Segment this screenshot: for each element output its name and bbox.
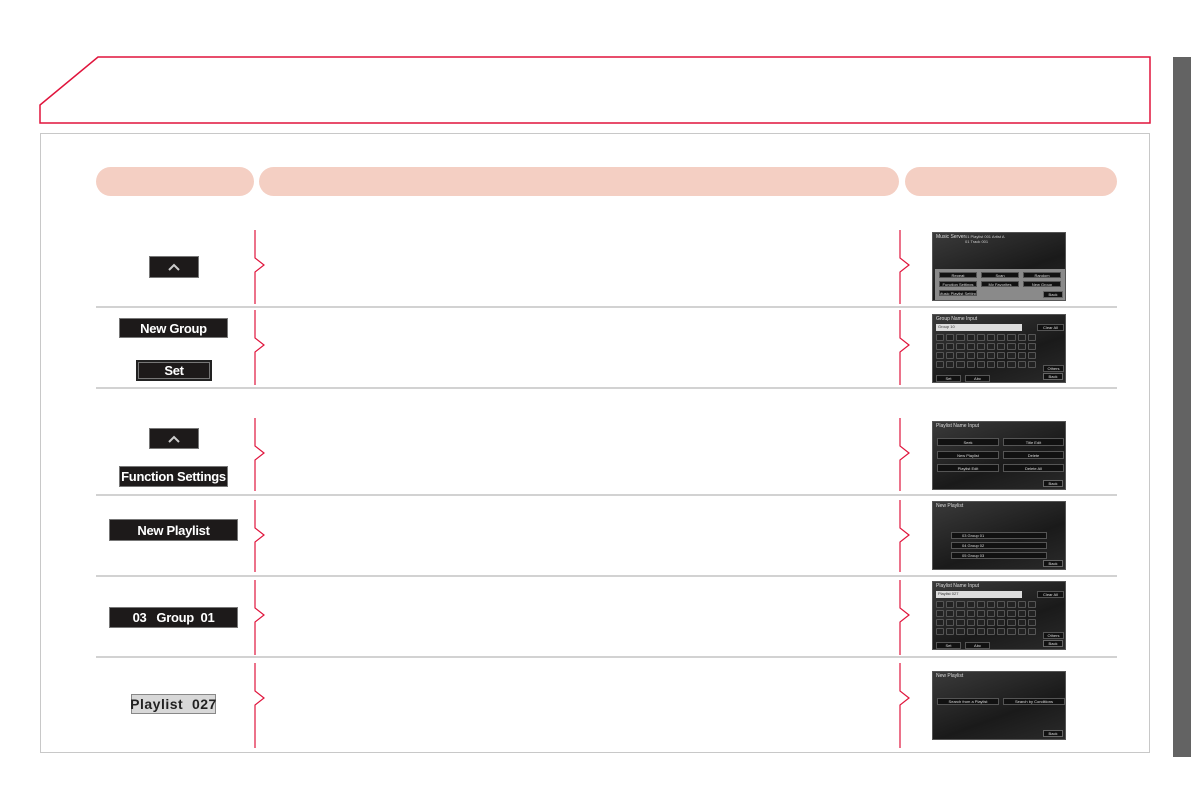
connector-chevron: [899, 310, 910, 385]
list-item: 03 Group 01: [951, 532, 1047, 539]
connector-chevron: [254, 230, 265, 304]
title-edit-button: Title Edit: [1003, 438, 1064, 446]
search-by-conditions-button: Search by Conditions: [1003, 698, 1065, 705]
screen-music-server: Music Server 01 Playlist 001 Artist A 01…: [932, 232, 1066, 301]
connector-chevron: [899, 500, 910, 572]
connector-chevron: [254, 580, 265, 655]
set-button: Set: [936, 375, 961, 382]
screen-title: Group Name Input: [936, 316, 978, 322]
row-divider: [96, 306, 1117, 308]
connector-chevron: [254, 418, 265, 491]
track-info: 01 Track 001: [965, 239, 989, 244]
new-group-button[interactable]: New Group: [119, 318, 228, 338]
connector-chevron: [254, 500, 265, 572]
back-button: Back: [1043, 373, 1063, 380]
name-field: Playlist 027: [936, 591, 1022, 598]
column-header-description: [259, 167, 899, 196]
screen-title: New Playlist: [936, 673, 964, 679]
screen-title: Music Server: [936, 234, 966, 240]
column-header-screen: [905, 167, 1117, 196]
new-group-button: New Group: [1023, 281, 1061, 287]
section-header-frame: [39, 56, 1151, 124]
row-divider: [96, 494, 1117, 496]
scroll-up-button[interactable]: [149, 256, 199, 278]
seek-button: Seek: [937, 438, 999, 446]
set-button[interactable]: Set: [136, 360, 212, 381]
new-playlist-button: New Playlist: [937, 451, 999, 459]
screen-title: Playlist Name Input: [936, 423, 980, 429]
delete-all-button: Delete All: [1003, 464, 1064, 472]
others-button: Others: [1043, 365, 1064, 372]
track-info: 01 Playlist 001 Artist A: [965, 234, 1005, 239]
screen-new-playlist-search: New Playlist Search from a Playlist Sear…: [932, 671, 1066, 740]
scan-button: Scan: [981, 272, 1019, 278]
back-button: Back: [1043, 480, 1063, 487]
abc-button: Abc: [965, 375, 990, 382]
playlist-name-field[interactable]: Playlist 027: [130, 694, 217, 714]
name-field: Group 10: [936, 324, 1022, 331]
list-item: 04 Group 02: [951, 542, 1047, 549]
row-divider: [96, 387, 1117, 389]
screen-playlist-functions: Playlist Name Input Seek Title Edit New …: [932, 421, 1066, 490]
back-button: Back: [1043, 730, 1063, 737]
clear-all-button: Clear All: [1037, 324, 1064, 331]
side-tab: [1173, 57, 1191, 757]
back-button: Back: [1043, 560, 1063, 567]
keyboard: [936, 334, 1036, 368]
connector-chevron: [899, 230, 910, 304]
row-divider: [96, 656, 1117, 658]
playlist-edit-button: Playlist Edit: [937, 464, 999, 472]
connector-chevron: [254, 663, 265, 748]
others-button: Others: [1043, 632, 1064, 639]
repeat-button: Repeat: [939, 272, 977, 278]
connector-chevron: [899, 418, 910, 491]
back-button: Back: [1043, 291, 1063, 298]
scroll-up-button[interactable]: [149, 428, 199, 449]
chevron-up-icon: [168, 435, 180, 443]
screen-title: New Playlist: [936, 503, 964, 509]
clear-all-button: Clear All: [1037, 591, 1064, 598]
content-frame: [40, 133, 1150, 753]
chevron-up-icon: [168, 263, 180, 271]
function-settings-button[interactable]: Function Settings: [119, 466, 228, 487]
playlist-setting-button: Music Playlist Setting: [939, 290, 977, 296]
function-settings-button: Function Settings: [939, 281, 977, 287]
screen-new-playlist-groups: New Playlist 03 Group 01 04 Group 02 05 …: [932, 501, 1066, 570]
screen-group-name-input: Group Name Input Group 10 Clear All Othe…: [932, 314, 1066, 383]
connector-chevron: [254, 310, 265, 385]
screen-title: Playlist Name Input: [936, 583, 980, 589]
search-from-playlist-button: Search from a Playlist: [937, 698, 999, 705]
keyboard: [936, 601, 1036, 635]
connector-chevron: [899, 580, 910, 655]
new-playlist-button[interactable]: New Playlist: [109, 519, 238, 541]
column-header-action: [96, 167, 254, 196]
delete-button: Delete: [1003, 451, 1064, 459]
set-button: Set: [936, 642, 961, 649]
list-item: 05 Group 03: [951, 552, 1047, 559]
back-button: Back: [1043, 640, 1063, 647]
screen-playlist-name-input: Playlist Name Input Playlist 027 Clear A…: [932, 581, 1066, 650]
random-button: Random: [1023, 272, 1061, 278]
connector-chevron: [899, 663, 910, 748]
row-divider: [96, 575, 1117, 577]
abc-button: Abc: [965, 642, 990, 649]
my-favorites-button: My Favorites: [981, 281, 1019, 287]
group-item-button[interactable]: 03 Group 01: [109, 607, 238, 628]
